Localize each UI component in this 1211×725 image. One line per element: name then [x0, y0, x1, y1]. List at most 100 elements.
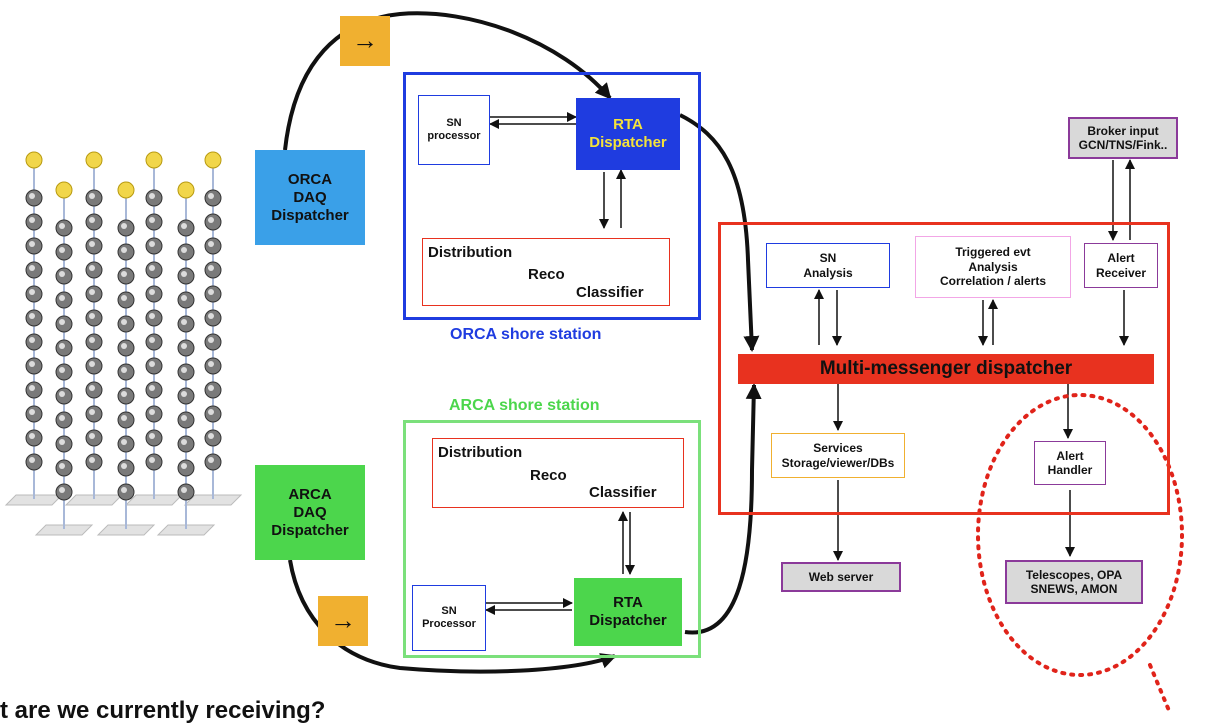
optical-module-highlight [59, 439, 65, 445]
optical-module-highlight [59, 271, 65, 277]
web-server-box: Web server [781, 562, 901, 592]
optical-module-highlight [208, 217, 214, 223]
orca-transfer-arrow: → [340, 16, 390, 66]
optical-module-highlight [29, 217, 35, 223]
multi-messenger-frame [718, 222, 1170, 515]
optical-module-highlight [149, 193, 155, 199]
optical-module-highlight [181, 271, 187, 277]
optical-module-highlight [181, 367, 187, 373]
optical-module-highlight [149, 217, 155, 223]
optical-module-highlight [208, 361, 214, 367]
alert-receiver-box: Alert Receiver [1084, 243, 1158, 288]
optical-module-highlight [149, 313, 155, 319]
optical-module-highlight [208, 193, 214, 199]
optical-module-highlight [29, 241, 35, 247]
optical-module-highlight [181, 319, 187, 325]
broker-input-box: Broker input GCN/TNS/Fink.. [1068, 117, 1178, 159]
optical-module-highlight [89, 409, 95, 415]
optical-module-highlight [59, 319, 65, 325]
optical-module-highlight [208, 337, 214, 343]
arca-reco-label: Reco [530, 467, 567, 484]
optical-module-highlight [89, 241, 95, 247]
optical-module-highlight [149, 337, 155, 343]
optical-module-highlight [89, 457, 95, 463]
optical-module-highlight [208, 313, 214, 319]
optical-module-highlight [29, 313, 35, 319]
string-buoy [145, 151, 163, 169]
arca-distribution-box [432, 438, 684, 508]
optical-module-highlight [149, 385, 155, 391]
optical-module-highlight [121, 463, 127, 469]
orca-distribution-label: Distribution [428, 244, 513, 261]
optical-module-highlight [181, 391, 187, 397]
optical-module-highlight [208, 385, 214, 391]
optical-module-highlight [59, 463, 65, 469]
optical-module-highlight [29, 265, 35, 271]
optical-module-highlight [89, 217, 95, 223]
optical-module-highlight [149, 289, 155, 295]
optical-module-highlight [121, 295, 127, 301]
optical-module-highlight [121, 271, 127, 277]
services-box: Services Storage/viewer/DBs [771, 433, 905, 478]
orca-shore-station-title: ORCA shore station [450, 326, 602, 343]
optical-module-highlight [121, 223, 127, 229]
arca-classifier-label: Classifier [589, 484, 657, 501]
arca-flow-curve [288, 559, 617, 674]
optical-module-highlight [149, 361, 155, 367]
string-buoy [85, 151, 103, 169]
optical-module-highlight [149, 457, 155, 463]
optical-module-highlight [89, 265, 95, 271]
arca-transfer-arrow: → [318, 596, 368, 646]
string-base [156, 524, 216, 536]
optical-module-highlight [121, 487, 127, 493]
arca-shore-station-frame [403, 420, 701, 658]
alert-handler-box: Alert Handler [1034, 441, 1106, 485]
arca-distribution-label: Distribution [438, 444, 523, 461]
multi-messenger-dispatcher-bar: Multi-messenger dispatcher [738, 354, 1154, 384]
optical-module-highlight [208, 457, 214, 463]
optical-module-highlight [181, 463, 187, 469]
optical-module-highlight [29, 289, 35, 295]
optical-module-highlight [59, 247, 65, 253]
optical-module-highlight [121, 415, 127, 421]
optical-module-highlight [149, 241, 155, 247]
optical-module-highlight [208, 433, 214, 439]
optical-module-highlight [29, 361, 35, 367]
optical-module-highlight [59, 415, 65, 421]
optical-module-highlight [181, 295, 187, 301]
optical-module-highlight [29, 409, 35, 415]
orca-sn-processor: SN processor [418, 95, 490, 165]
optical-module-highlight [208, 265, 214, 271]
string-buoy [117, 181, 135, 199]
orca-flow-curve [283, 11, 612, 151]
string-base [34, 524, 94, 536]
string-buoy [55, 181, 73, 199]
optical-module-highlight [89, 361, 95, 367]
orca-distribution-box [422, 238, 670, 306]
optical-module-highlight [59, 295, 65, 301]
optical-module-highlight [59, 367, 65, 373]
optical-module-highlight [149, 409, 155, 415]
bottom-question-text: t are we currently receiving? [0, 697, 326, 724]
optical-module-highlight [121, 319, 127, 325]
telescopes-box: Telescopes, OPA SNEWS, AMON [1005, 560, 1143, 604]
optical-module-highlight [181, 223, 187, 229]
string-buoy [177, 181, 195, 199]
arca-sn-processor: SN Processor [412, 585, 486, 651]
optical-module-highlight [181, 343, 187, 349]
optical-module-highlight [59, 391, 65, 397]
optical-module-highlight [29, 385, 35, 391]
optical-module-highlight [181, 415, 187, 421]
string-buoy [204, 151, 222, 169]
orca-reco-label: Reco [528, 266, 565, 283]
optical-module-highlight [89, 289, 95, 295]
triggered-evt-analysis-box: Triggered evt Analysis Correlation / ale… [915, 236, 1071, 298]
arca-to-mm-curve [684, 383, 762, 635]
arca-rta-dispatcher: RTA Dispatcher [574, 578, 682, 646]
orca-rta-dispatcher: RTA Dispatcher [576, 98, 680, 170]
optical-module-highlight [59, 343, 65, 349]
orca-classifier-label: Classifier [576, 284, 644, 301]
optical-module-highlight [59, 223, 65, 229]
optical-module-highlight [181, 487, 187, 493]
